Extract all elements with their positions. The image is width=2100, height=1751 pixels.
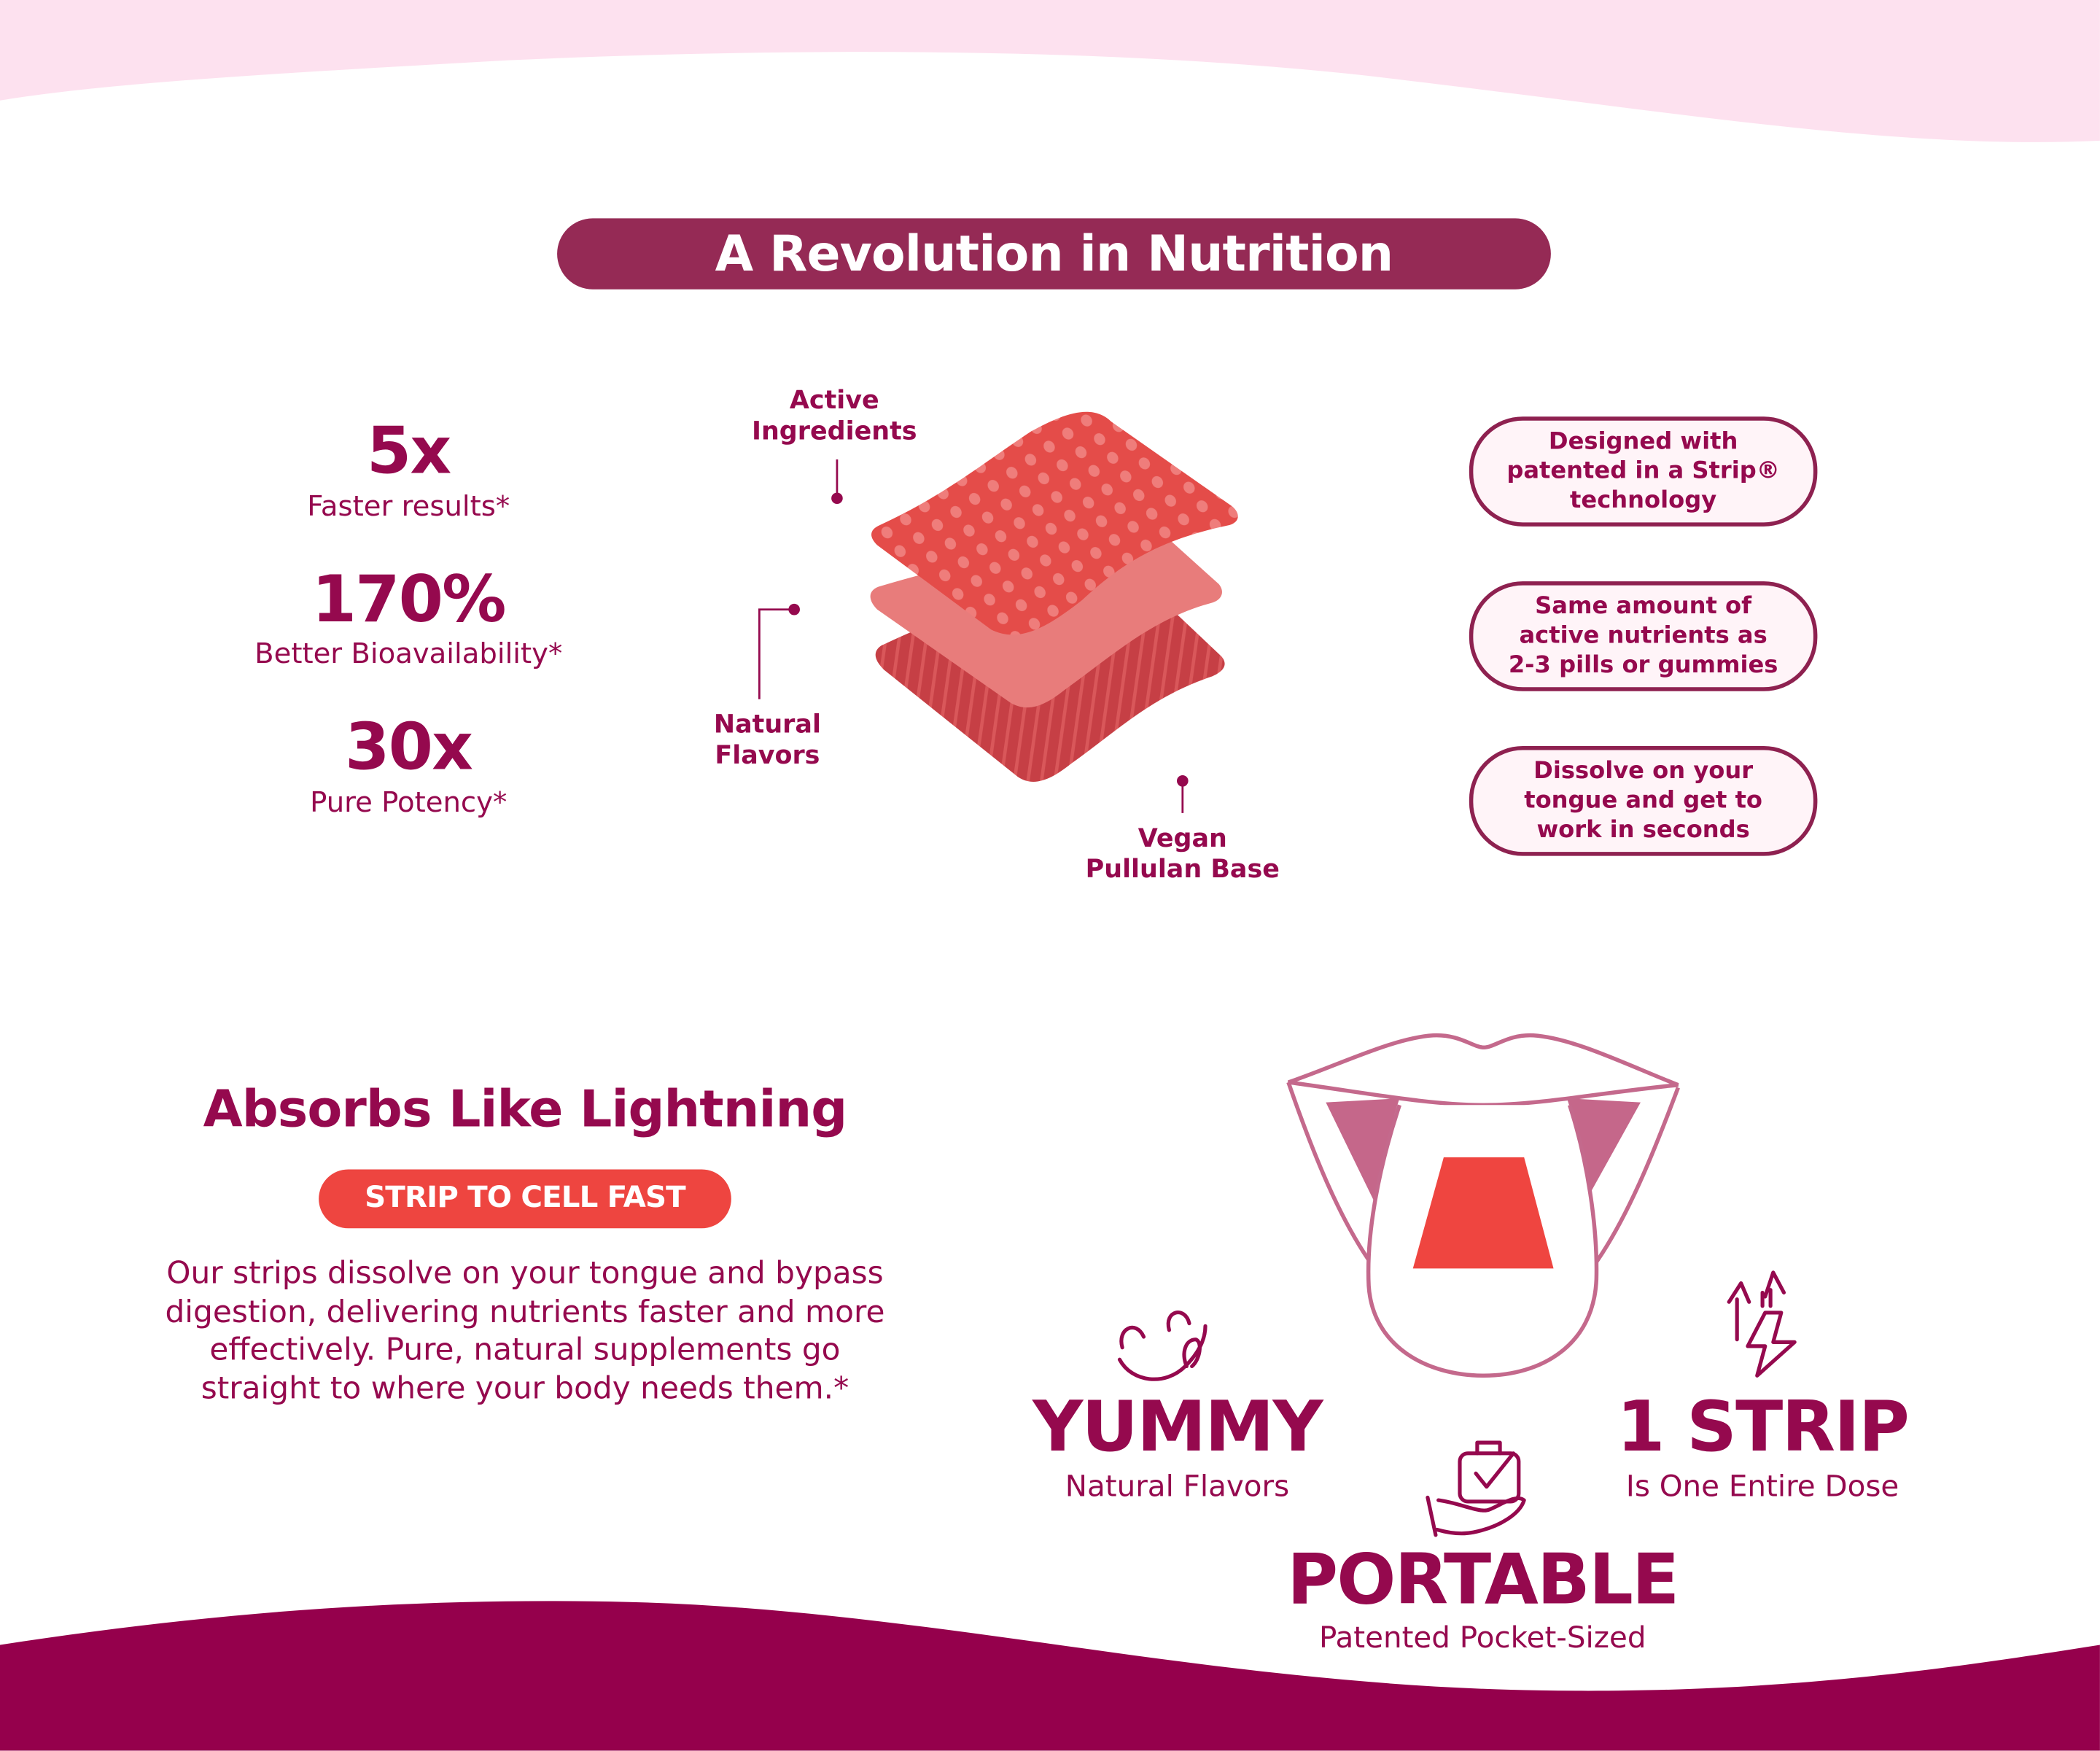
label-line: Active <box>789 385 879 416</box>
mouth-inner-left <box>1326 1098 1400 1213</box>
page-title: A Revolution in Nutrition Technology! <box>557 218 1551 354</box>
section-heading: Absorbs Like Lightning <box>203 1079 848 1139</box>
callout-dot <box>1177 774 1189 787</box>
stat-label: Faster results* <box>307 490 510 523</box>
benefit-line: patented in a Strip® <box>1506 458 1780 485</box>
paragraph-line: effectively. Pure, natural supplements g… <box>209 1332 841 1368</box>
benefit-pill: Dissolve on your tongue and get to work … <box>1469 746 1818 856</box>
benefit-line: 2-3 pills or gummies <box>1508 652 1778 680</box>
label-active-ingredients: Active Ingredients <box>727 386 941 447</box>
stat-value: 5x <box>366 414 451 489</box>
benefit-line: Dissolve on your <box>1533 758 1754 785</box>
lightning-arrows-icon <box>1727 1270 1797 1378</box>
natural-callout-line <box>758 608 795 699</box>
benefit-line: Designed with <box>1548 428 1738 456</box>
yummy-face-icon <box>1117 1311 1208 1381</box>
description-paragraph: Our strips dissolve on your tongue and b… <box>107 1255 943 1408</box>
label-vegan-base: Vegan Pullulan Base <box>1062 824 1304 885</box>
top-wave <box>0 0 2100 142</box>
upper-lip <box>1288 1033 1679 1108</box>
label-line: Ingredients <box>751 416 917 446</box>
label-line: Natural <box>713 710 821 739</box>
bottom-wave <box>0 1601 2100 1751</box>
feature-title: YUMMY <box>1032 1387 1323 1469</box>
paragraph-line: Our strips dissolve on your tongue and b… <box>166 1256 884 1292</box>
label-line: Pullulan Base <box>1085 854 1280 885</box>
label-line: Vegan <box>1138 823 1227 853</box>
stat-value: 30x <box>345 710 473 785</box>
stat-label: Pure Potency* <box>310 786 508 819</box>
paragraph-line: digestion, delivering nutrients faster a… <box>165 1294 885 1329</box>
mouth-outline <box>1286 1082 1680 1267</box>
callout-dot <box>831 492 843 505</box>
label-natural-flavors: Natural Flavors <box>687 710 847 771</box>
callout-dot <box>788 603 800 616</box>
benefit-line: work in seconds <box>1536 817 1750 845</box>
paragraph-line: straight to where your body needs them.* <box>201 1370 849 1406</box>
benefit-pill: Designed with patented in a Strip® techn… <box>1469 416 1818 527</box>
benefit-line: Same amount of <box>1535 593 1752 621</box>
benefit-pill: Same amount of active nutrients as 2-3 p… <box>1469 581 1818 691</box>
stat-label: Better Bioavailability* <box>254 637 563 670</box>
benefit-line: active nutrients as <box>1519 623 1768 650</box>
feature-title: 1 STRIP <box>1617 1387 1910 1469</box>
benefit-line: technology <box>1570 487 1717 515</box>
mouth-inner-right <box>1566 1098 1641 1199</box>
feature-subtitle: Is One Entire Dose <box>1625 1470 1899 1505</box>
feature-subtitle: Natural Flavors <box>1065 1470 1290 1505</box>
hand-case-icon <box>1426 1440 1526 1537</box>
feature-title: PORTABLE <box>1287 1540 1679 1621</box>
stat-value: 170% <box>311 562 507 638</box>
active-ingredient-layer <box>871 411 1238 635</box>
benefit-line: tongue and get to <box>1524 787 1763 815</box>
feature-subtitle: Patented Pocket-Sized <box>1318 1622 1646 1656</box>
strip-on-tongue <box>1412 1157 1554 1269</box>
strip-to-cell-badge: STRIP TO CELL FAST <box>319 1169 731 1229</box>
label-line: Flavors <box>715 740 820 771</box>
